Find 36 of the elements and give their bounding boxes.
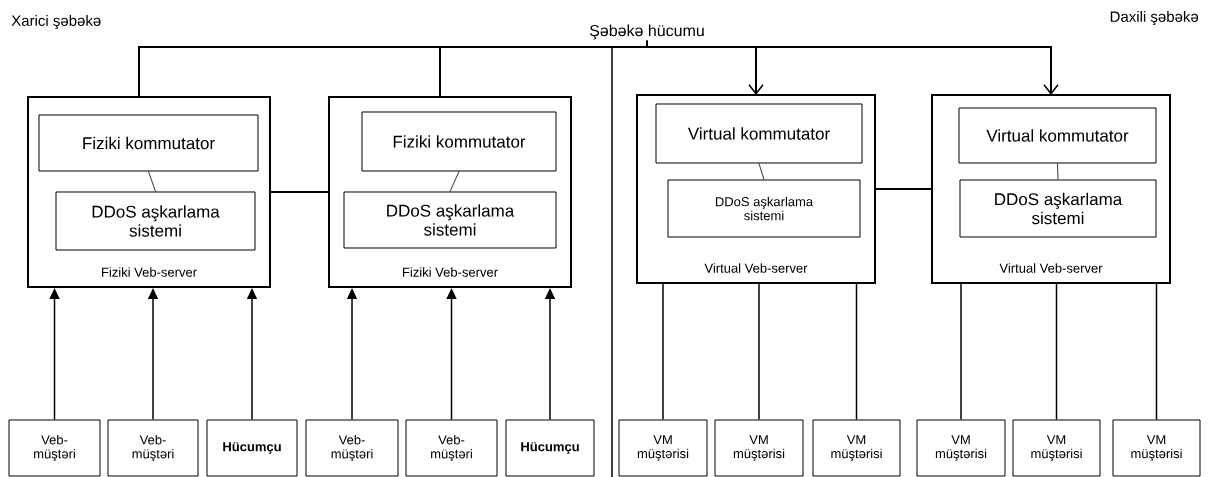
client-box: VM müştərisi — [1112, 419, 1201, 477]
connector-line — [270, 191, 329, 193]
region-label: Xarici şəbəkə — [11, 14, 101, 29]
connector-line — [1057, 163, 1059, 180]
client-box: VM müştərisi — [916, 419, 1006, 477]
connector-line — [449, 171, 460, 192]
component-box: Fiziki kommutator — [38, 114, 259, 172]
component-box: Virtual kommutator — [958, 107, 1157, 164]
client-box: Veb- müştəri — [305, 419, 399, 477]
connector-line — [662, 283, 664, 421]
client-box: VM müştərisi — [1012, 419, 1101, 477]
component-box: DDoS aşkarlama sistemi — [667, 179, 861, 238]
client-box: Veb- müştəri — [107, 419, 199, 477]
component-box: DDoS aşkarlama sistemi — [55, 191, 256, 251]
heading-text: Şəbəkə hücumu — [589, 24, 704, 40]
connector-line — [875, 188, 932, 190]
client-box: Hücumçu — [206, 419, 298, 477]
connector-line — [1055, 283, 1058, 421]
connector-line — [855, 283, 858, 421]
client-box: VM müştərisi — [812, 419, 901, 477]
component-box: DDoS aşkarlama sistemi — [343, 191, 557, 249]
connector-line — [758, 163, 765, 180]
client-box: Veb- müştəri — [8, 419, 101, 477]
component-box: DDoS aşkarlama sistemi — [959, 179, 1157, 238]
connector-line — [148, 171, 156, 192]
region-label: Daxili şəbəkə — [1110, 10, 1199, 25]
connector-line — [1155, 283, 1158, 421]
client-box: VM müştərisi — [618, 419, 708, 477]
client-box: VM müştərisi — [714, 419, 804, 477]
connector-line — [758, 283, 760, 421]
component-box: Virtual kommutator — [655, 103, 863, 164]
connector-line — [960, 283, 962, 421]
component-box: Fiziki kommutator — [361, 111, 557, 172]
client-box: Veb- müştəri — [405, 419, 498, 477]
arrow — [646, 39, 1059, 95]
client-box: Hücumçu — [505, 419, 595, 477]
